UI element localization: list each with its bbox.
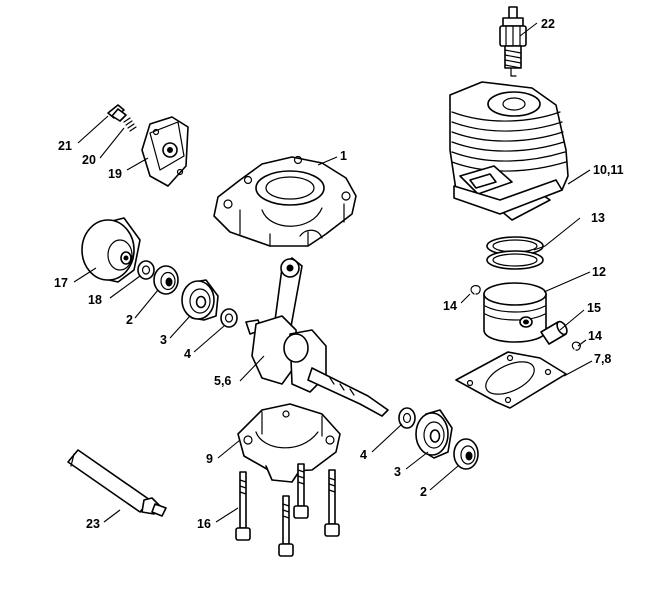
spark-plug: [499, 6, 527, 77]
spring: [123, 117, 137, 132]
screw-1: [235, 471, 251, 541]
callout-7-8: 7,8: [594, 352, 611, 366]
crankshaft: [245, 257, 389, 417]
callout-23: 23: [86, 517, 100, 531]
screw-3: [293, 463, 309, 519]
callout-17: 17: [54, 276, 68, 290]
ball-bearing-left: [181, 279, 219, 321]
callout-3-right: 3: [394, 465, 401, 479]
cylinder-gasket: [455, 351, 567, 409]
callout-21: 21: [58, 139, 72, 153]
callout-16: 16: [197, 517, 211, 531]
piston: [483, 282, 547, 343]
ball-bearing-right: [415, 409, 453, 459]
callout-10-11: 10,11: [593, 163, 624, 177]
callout-19: 19: [108, 167, 122, 181]
screw-2: [278, 495, 294, 557]
decompression-fitting: [107, 104, 127, 122]
oil-seal-left: [153, 265, 179, 295]
callout-2-left: 2: [126, 313, 133, 327]
crankcase-lower: [237, 403, 341, 483]
callout-15: 15: [587, 301, 601, 315]
thrust-washer-right: [398, 407, 416, 429]
callout-12: 12: [592, 265, 606, 279]
cylinder: [449, 81, 569, 221]
callout-20: 20: [82, 153, 96, 167]
flywheel: [81, 217, 141, 283]
callout-4-left: 4: [184, 347, 191, 361]
grease-tube: [67, 449, 167, 517]
screw-4: [324, 469, 340, 537]
callout-22: 22: [541, 17, 555, 31]
crankcase-upper: [213, 155, 357, 247]
callout-9: 9: [206, 452, 213, 466]
callout-2-right: 2: [420, 485, 427, 499]
washer-left: [137, 260, 155, 280]
cover-plate: [141, 116, 189, 187]
callout-14-left: 14: [443, 299, 457, 313]
callout-18: 18: [88, 293, 102, 307]
callout-3-left: 3: [160, 333, 167, 347]
callout-1: 1: [340, 149, 347, 163]
circlip-right: [571, 341, 581, 351]
thrust-washer-left: [220, 308, 238, 328]
oil-seal-right: [453, 438, 479, 470]
callout-4-right: 4: [360, 448, 367, 462]
leader-lines: [73, 22, 593, 523]
circlip-left: [470, 285, 481, 295]
callout-13: 13: [591, 211, 605, 225]
piston-rings: [486, 236, 544, 270]
piston-pin: [540, 320, 568, 345]
callout-14-right: 14: [588, 329, 602, 343]
callout-5-6: 5,6: [214, 374, 231, 388]
callouts: 22 21 20 19 1 10,11 13 12 17 18 2 3 4 14…: [54, 17, 624, 531]
